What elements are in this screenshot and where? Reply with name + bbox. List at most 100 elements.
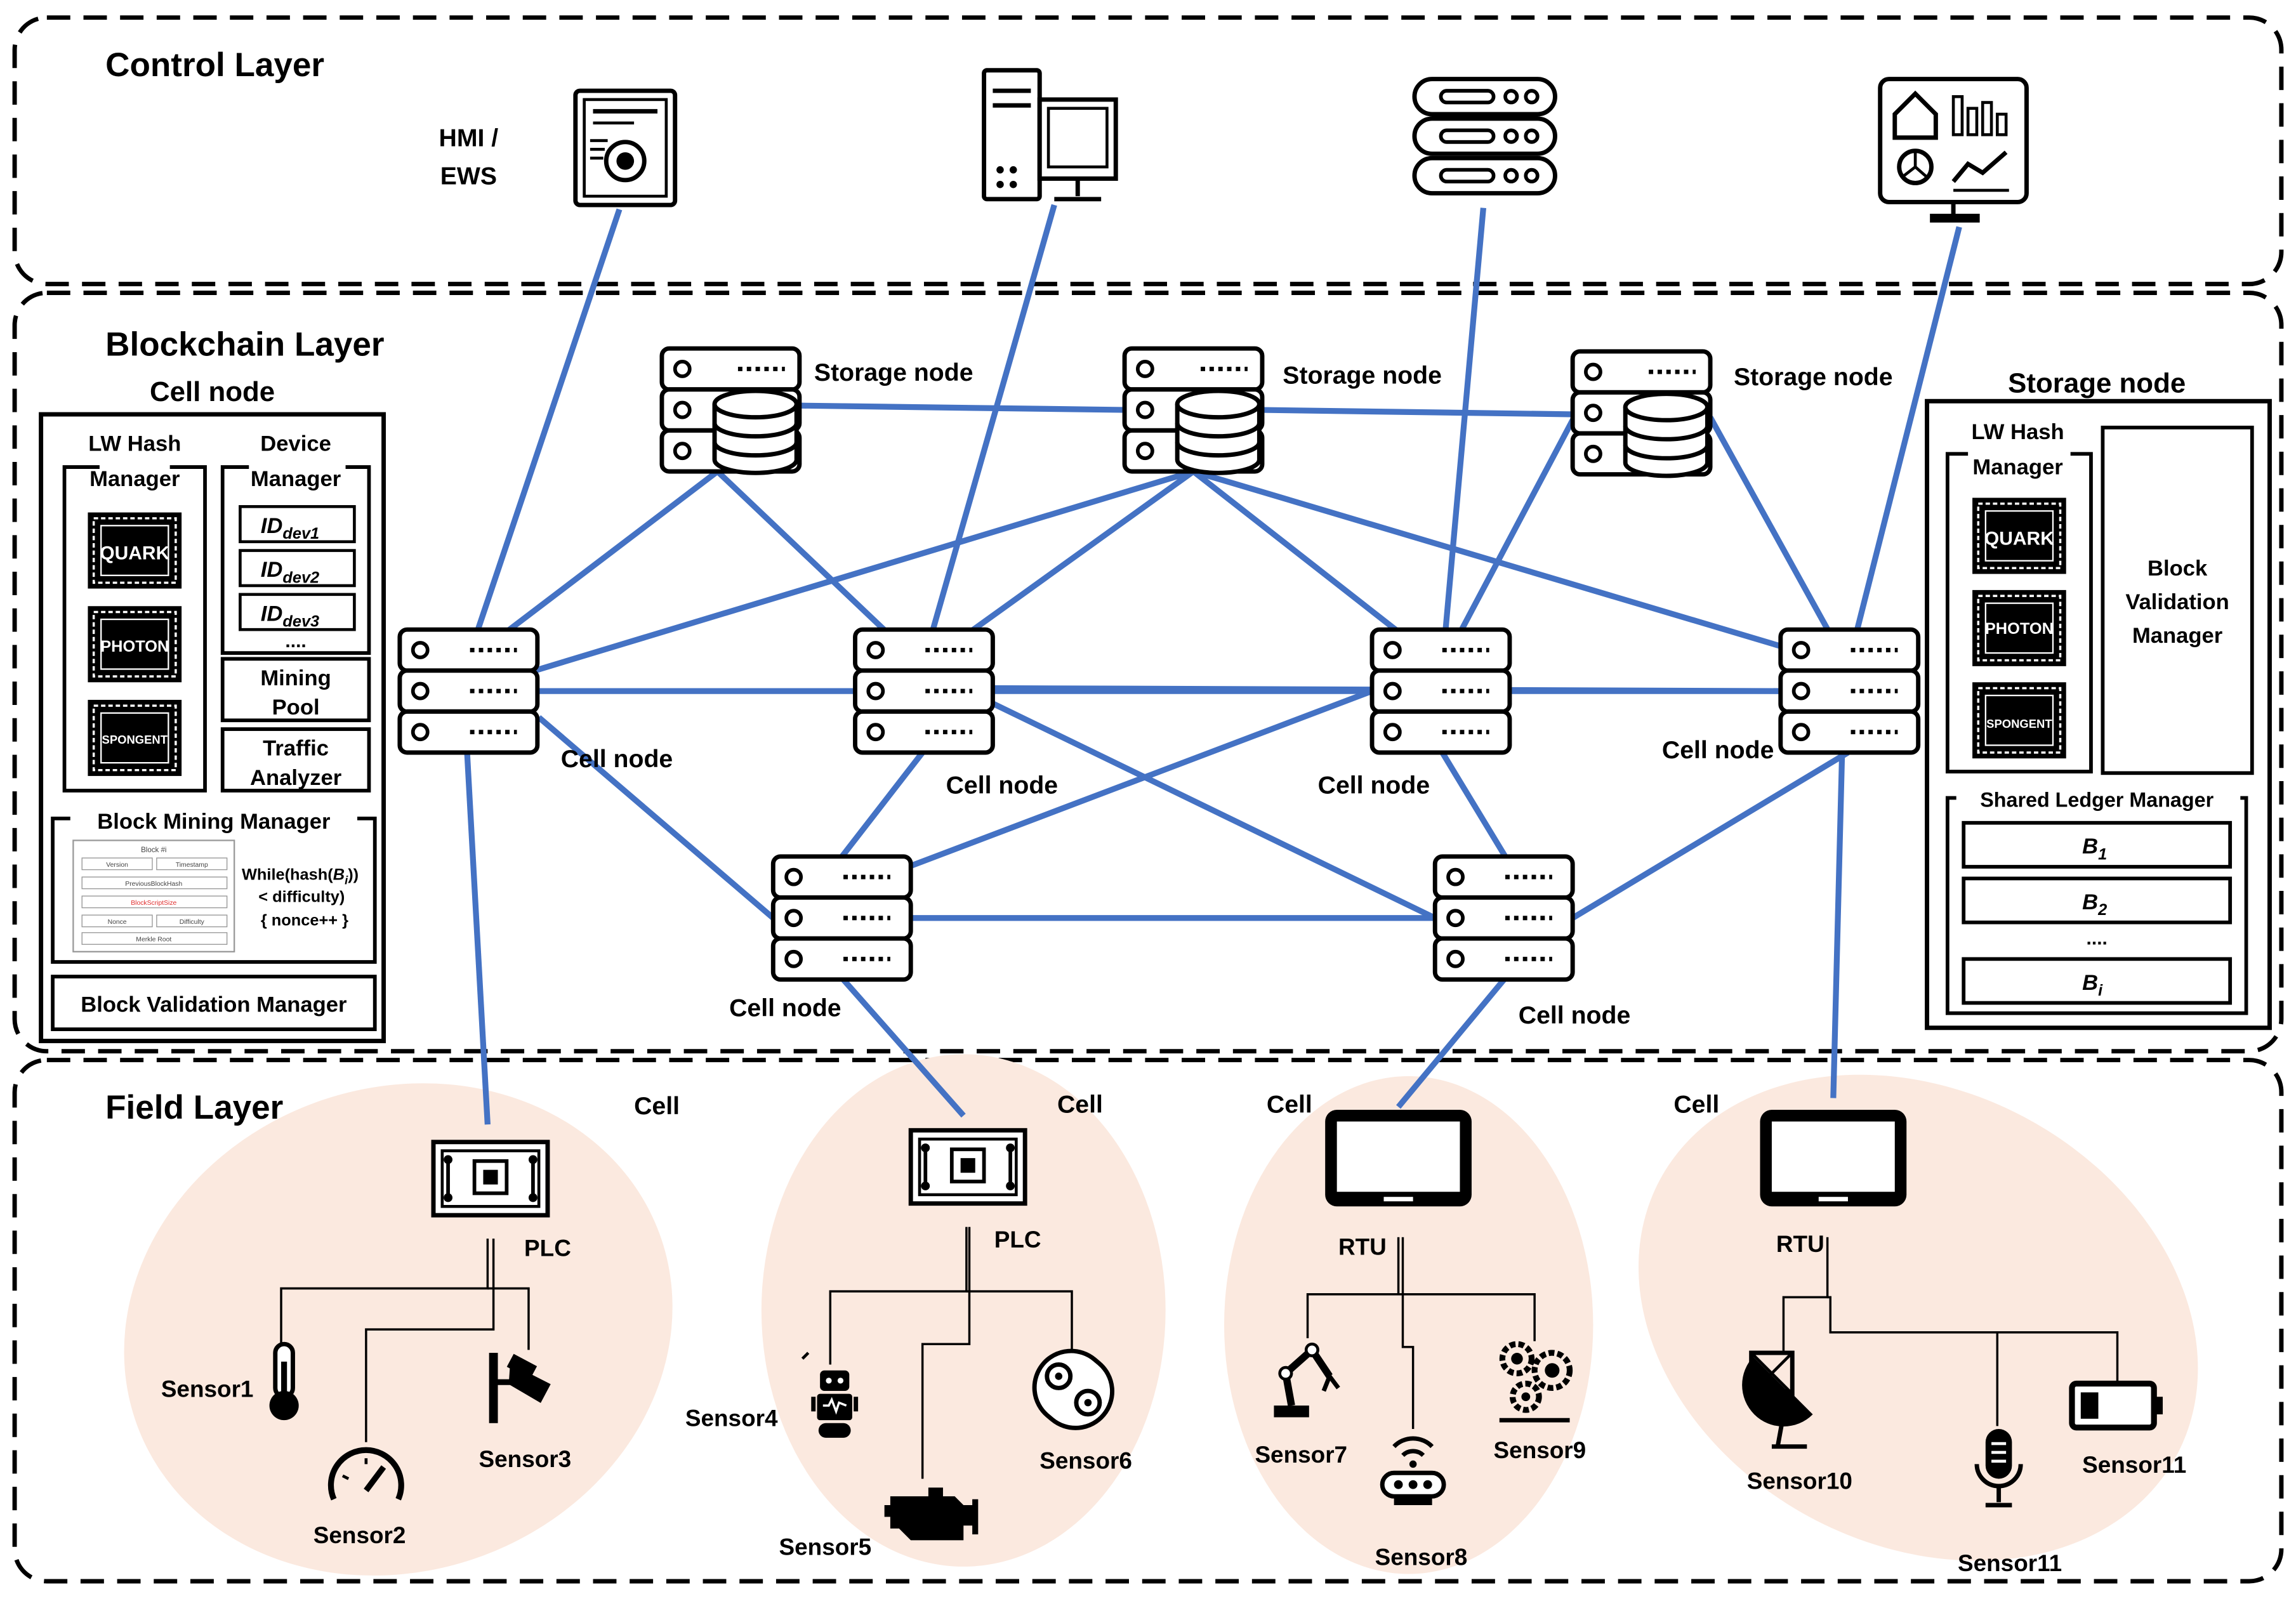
cell-node-icon-5 bbox=[773, 857, 911, 980]
cell4-wiring bbox=[1782, 1237, 2119, 1426]
plc-label-1: PLC bbox=[524, 1235, 571, 1261]
dev-dots: .... bbox=[285, 631, 306, 652]
cell-detail-title: Cell node bbox=[150, 376, 275, 407]
dashboard-monitor-icon bbox=[1878, 77, 2029, 223]
svg-text:Timestamp: Timestamp bbox=[176, 862, 208, 869]
control-layer-title: Control Layer bbox=[105, 46, 324, 84]
plc-icon-2 bbox=[911, 1130, 1025, 1203]
storage-bvm-line1: Block bbox=[2148, 556, 2208, 581]
sensor1-label: Sensor1 bbox=[161, 1376, 254, 1402]
robot-icon bbox=[801, 1352, 859, 1438]
control-layer-border bbox=[12, 15, 2284, 287]
dev-id-2: IDdev2 bbox=[261, 558, 319, 586]
sensor4-label: Sensor4 bbox=[685, 1405, 778, 1431]
cell-spongent: SPONGENT bbox=[102, 733, 168, 746]
cell-label-1: Cell bbox=[634, 1092, 680, 1120]
cell-label-2: Cell bbox=[1057, 1091, 1103, 1119]
gears-icon bbox=[1499, 1341, 1573, 1423]
cell-node-icon-1 bbox=[400, 629, 538, 753]
rtu-label-1: RTU bbox=[1338, 1234, 1387, 1260]
cell-label-4: Cell bbox=[1673, 1091, 1719, 1119]
cell-lw-hash-title-2: Manager bbox=[89, 467, 180, 491]
robotic-arm-icon bbox=[1274, 1342, 1340, 1418]
rtu-icon-2 bbox=[1760, 1110, 1906, 1206]
sensor11-battery-label: Sensor11 bbox=[2082, 1452, 2186, 1478]
cell-node-label-1: Cell node bbox=[561, 745, 673, 773]
storage-node-icon-3 bbox=[1573, 352, 1710, 476]
sensor9-label: Sensor9 bbox=[1494, 1437, 1587, 1463]
cell-node-label-3: Cell node bbox=[1318, 772, 1430, 800]
workstation-icon bbox=[982, 68, 1118, 202]
storage-bvm-line2: Validation bbox=[2125, 590, 2229, 614]
cell-device-title-2: Manager bbox=[251, 467, 341, 491]
storage-node-icon-1 bbox=[662, 348, 800, 473]
mining-pool-line1: Mining bbox=[260, 666, 331, 690]
cell-ellipse-2 bbox=[761, 1054, 1166, 1567]
storage-detail-title: Storage node bbox=[2008, 367, 2186, 398]
microphone-icon bbox=[1974, 1429, 2023, 1508]
thermometer-icon bbox=[269, 1341, 299, 1421]
cell-node-detail-panel: Cell node LW Hash Manager QUARK PHOTON S… bbox=[39, 376, 386, 1044]
storage-bvm-line3: Manager bbox=[2132, 624, 2222, 648]
gauge-icon bbox=[327, 1447, 404, 1501]
satellite-dish-icon bbox=[1742, 1350, 1813, 1449]
plc-icon-1 bbox=[433, 1142, 548, 1215]
storage-node-label-1: Storage node bbox=[814, 359, 973, 386]
rtu-label-2: RTU bbox=[1776, 1231, 1824, 1257]
engine-icon bbox=[884, 1487, 979, 1541]
mining-loop-line1: While(hash(Bi)) bbox=[242, 866, 359, 887]
ledger-dots: .... bbox=[2087, 928, 2108, 949]
block-structure-thumbnail: Block #i Version Timestamp PreviousBlock… bbox=[72, 839, 235, 952]
svg-text:Version: Version bbox=[106, 862, 128, 869]
svg-text:Block #i: Block #i bbox=[141, 846, 166, 854]
storage-node-icon-2 bbox=[1125, 348, 1262, 473]
cell-quark: QUARK bbox=[100, 543, 169, 563]
cell-node-icon-2 bbox=[855, 629, 993, 753]
sensor2-label: Sensor2 bbox=[313, 1522, 406, 1548]
sensor5-label: Sensor5 bbox=[779, 1534, 872, 1560]
svg-text:Difficulty: Difficulty bbox=[180, 919, 205, 926]
dev-id-3: IDdev3 bbox=[261, 602, 319, 630]
cell-device-title-1: Device bbox=[260, 432, 331, 456]
traffic-analyzer-line2: Analyzer bbox=[250, 766, 341, 790]
sensor3-label: Sensor3 bbox=[479, 1446, 572, 1472]
storage-lw-hash-title-2: Manager bbox=[1972, 456, 2062, 480]
wireless-sensor-icon bbox=[1380, 1436, 1446, 1506]
cell1-wiring bbox=[280, 1239, 530, 1442]
battery-icon bbox=[2069, 1380, 2163, 1431]
field-layer-title: Field Layer bbox=[105, 1089, 283, 1126]
storage-spongent: SPONGENT bbox=[1986, 717, 2052, 730]
mining-pool-line2: Pool bbox=[272, 695, 320, 720]
hmi-label-line2: EWS bbox=[440, 162, 497, 190]
mining-loop-line3: { nonce++ } bbox=[261, 911, 348, 929]
cell-block-validation-manager: Block Validation Manager bbox=[81, 992, 346, 1017]
shared-ledger-manager-title: Shared Ledger Manager bbox=[1980, 788, 2214, 811]
cell-node-icon-3 bbox=[1372, 629, 1510, 753]
plc-label-2: PLC bbox=[994, 1227, 1041, 1253]
hmi-label-line1: HMI / bbox=[439, 124, 499, 152]
sensor8-label: Sensor8 bbox=[1375, 1544, 1468, 1570]
security-camera-icon bbox=[489, 1353, 551, 1423]
sensor11-mic-label: Sensor11 bbox=[1958, 1550, 2062, 1576]
server-rack-icon bbox=[1412, 77, 1557, 196]
cell-node-label-6: Cell node bbox=[1519, 1001, 1631, 1029]
cell-node-icon-6 bbox=[1435, 857, 1573, 980]
storage-node-label-3: Storage node bbox=[1734, 363, 1893, 391]
cell-node-label-4: Cell node bbox=[1662, 736, 1774, 764]
svg-text:Nonce: Nonce bbox=[108, 919, 127, 926]
cell2-wiring bbox=[829, 1227, 1073, 1479]
storage-node-label-2: Storage node bbox=[1283, 362, 1442, 390]
sensor7-label: Sensor7 bbox=[1255, 1442, 1347, 1468]
hmi-ews-icon bbox=[573, 88, 678, 207]
dev-id-1: IDdev1 bbox=[261, 514, 319, 543]
blockchain-layer-border bbox=[12, 291, 2284, 1054]
svg-text:BlockScriptSize: BlockScriptSize bbox=[131, 900, 176, 907]
storage-photon: PHOTON bbox=[1985, 620, 2054, 638]
cell-photon: PHOTON bbox=[100, 638, 169, 655]
blockchain-layer-title: Blockchain Layer bbox=[105, 326, 384, 364]
cell-node-label-5: Cell node bbox=[729, 994, 841, 1022]
mining-loop-line2: < difficulty) bbox=[258, 888, 345, 905]
sensor10-label: Sensor10 bbox=[1747, 1468, 1852, 1494]
ledger-block-i: Bi bbox=[2082, 971, 2103, 999]
